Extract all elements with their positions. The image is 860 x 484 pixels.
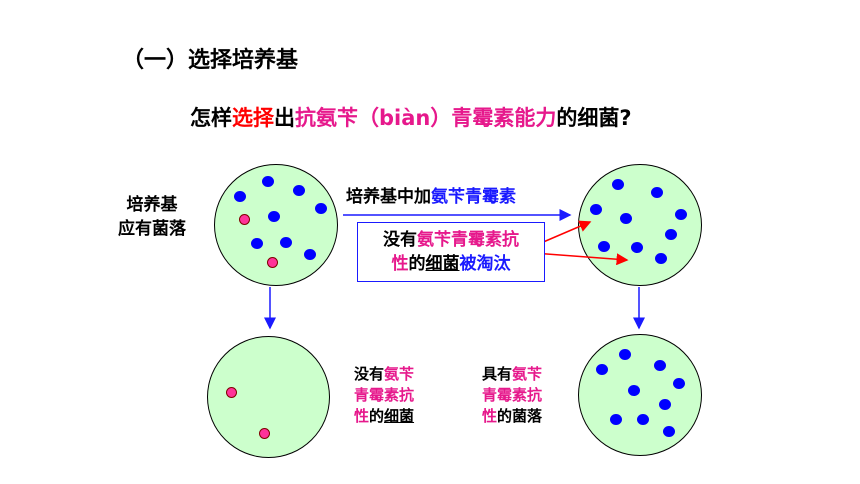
box-line-2: 性的细菌被淘汰: [358, 252, 544, 276]
resistant-colony: [251, 238, 263, 249]
resistant-colony: [665, 229, 677, 240]
resistant-colony: [619, 349, 631, 360]
petri-dish-ampicillin: [578, 164, 702, 286]
sensitive-label-line-3: 性的细菌: [354, 406, 414, 427]
box-part-1: 没有: [383, 230, 417, 250]
sensitive-label-line-1: 没有氨苄: [354, 364, 414, 385]
resistant-colony: [663, 426, 675, 437]
sensitive-bacteria-label: 没有氨苄 青霉素抗 性的细菌: [354, 364, 414, 427]
box-part-2: 氨苄青霉素抗: [417, 230, 519, 250]
resistant-colony: [673, 378, 685, 389]
arrow-label-antibiotic: 氨苄青霉素: [431, 187, 516, 207]
sensitive-label-3c: 细菌: [384, 407, 415, 425]
sensitive-label-line-2: 青霉素抗: [354, 386, 415, 404]
resistant-colony: [293, 185, 305, 196]
arrow-label-part-1: 培养基中加: [346, 187, 431, 207]
resistant-colony: [234, 191, 246, 202]
resistant-colony: [612, 179, 624, 190]
resistant-colony: [280, 237, 292, 248]
left-label: 培养基 应有菌落: [118, 193, 186, 241]
resistant-colony: [268, 211, 280, 222]
question-keyword-resistance: 抗氨苄（biàn）青霉素能力: [295, 106, 557, 130]
elimination-note-box: 没有氨苄青霉素抗 性的细菌被淘汰: [357, 222, 545, 282]
resistant-colony: [304, 249, 316, 260]
resistant-colony: [596, 364, 608, 375]
resistant-label-line-1: 具有氨苄: [482, 364, 542, 385]
sensitive-colony: [239, 214, 250, 225]
sensitive-label-3b: 的: [369, 407, 385, 425]
resistant-colony: [655, 253, 667, 264]
resistant-colony: [651, 187, 663, 198]
resistant-colony: [262, 176, 274, 187]
resistant-colony: [675, 209, 687, 220]
resistant-colony: [637, 414, 649, 425]
resistant-colony: [631, 242, 643, 253]
resistant-colony: [590, 204, 602, 215]
resistant-label-1b: 氨苄: [512, 365, 543, 383]
left-label-line-2: 应有菌落: [118, 219, 186, 239]
sensitive-colony: [226, 387, 237, 398]
question-keyword-select: 选择: [232, 106, 274, 130]
arrow-label: 培养基中加氨苄青霉素: [346, 182, 516, 207]
sensitive-label-1a: 没有: [354, 365, 385, 383]
question-part-1: 怎样: [190, 106, 232, 130]
resistant-label-1a: 具有: [482, 365, 513, 383]
question-part-3: 出: [274, 106, 295, 130]
resistant-label-3b: 的菌落: [497, 407, 543, 425]
resistant-label-3a: 性: [482, 407, 498, 425]
resistant-colony: [654, 360, 666, 371]
sensitive-colony: [259, 428, 270, 439]
question-part-5: 的细菌?: [556, 106, 632, 130]
resistant-label-line-3: 性的菌落: [482, 406, 542, 427]
petri-dish-original: [214, 164, 338, 286]
resistant-colony: [659, 399, 671, 410]
box-part-6: 被淘汰: [459, 254, 511, 274]
resistant-colony-label: 具有氨苄 青霉素抗 性的菌落: [482, 364, 542, 427]
resistant-colony: [628, 385, 640, 396]
sensitive-label-3a: 性: [354, 407, 370, 425]
petri-dish-sensitive: [207, 336, 330, 458]
resistant-colony: [620, 213, 632, 224]
box-part-4: 的: [408, 254, 426, 274]
petri-dish-resistant: [578, 334, 702, 456]
box-part-3: 性: [391, 254, 409, 274]
sensitive-label-1b: 氨苄: [384, 365, 415, 383]
resistant-colony: [598, 241, 610, 252]
sensitive-colony: [267, 257, 278, 268]
resistant-label-line-2: 青霉素抗: [482, 386, 543, 404]
section-title: （一）选择培养基: [122, 48, 299, 73]
left-label-line-1: 培养基: [126, 195, 178, 215]
resistant-colony: [610, 414, 622, 425]
box-part-5: 细菌: [425, 254, 460, 274]
question-heading: 怎样选择出抗氨苄（biàn）青霉素能力的细菌?: [190, 102, 632, 132]
box-line-1: 没有氨苄青霉素抗: [358, 228, 544, 252]
resistant-colony: [315, 203, 327, 214]
